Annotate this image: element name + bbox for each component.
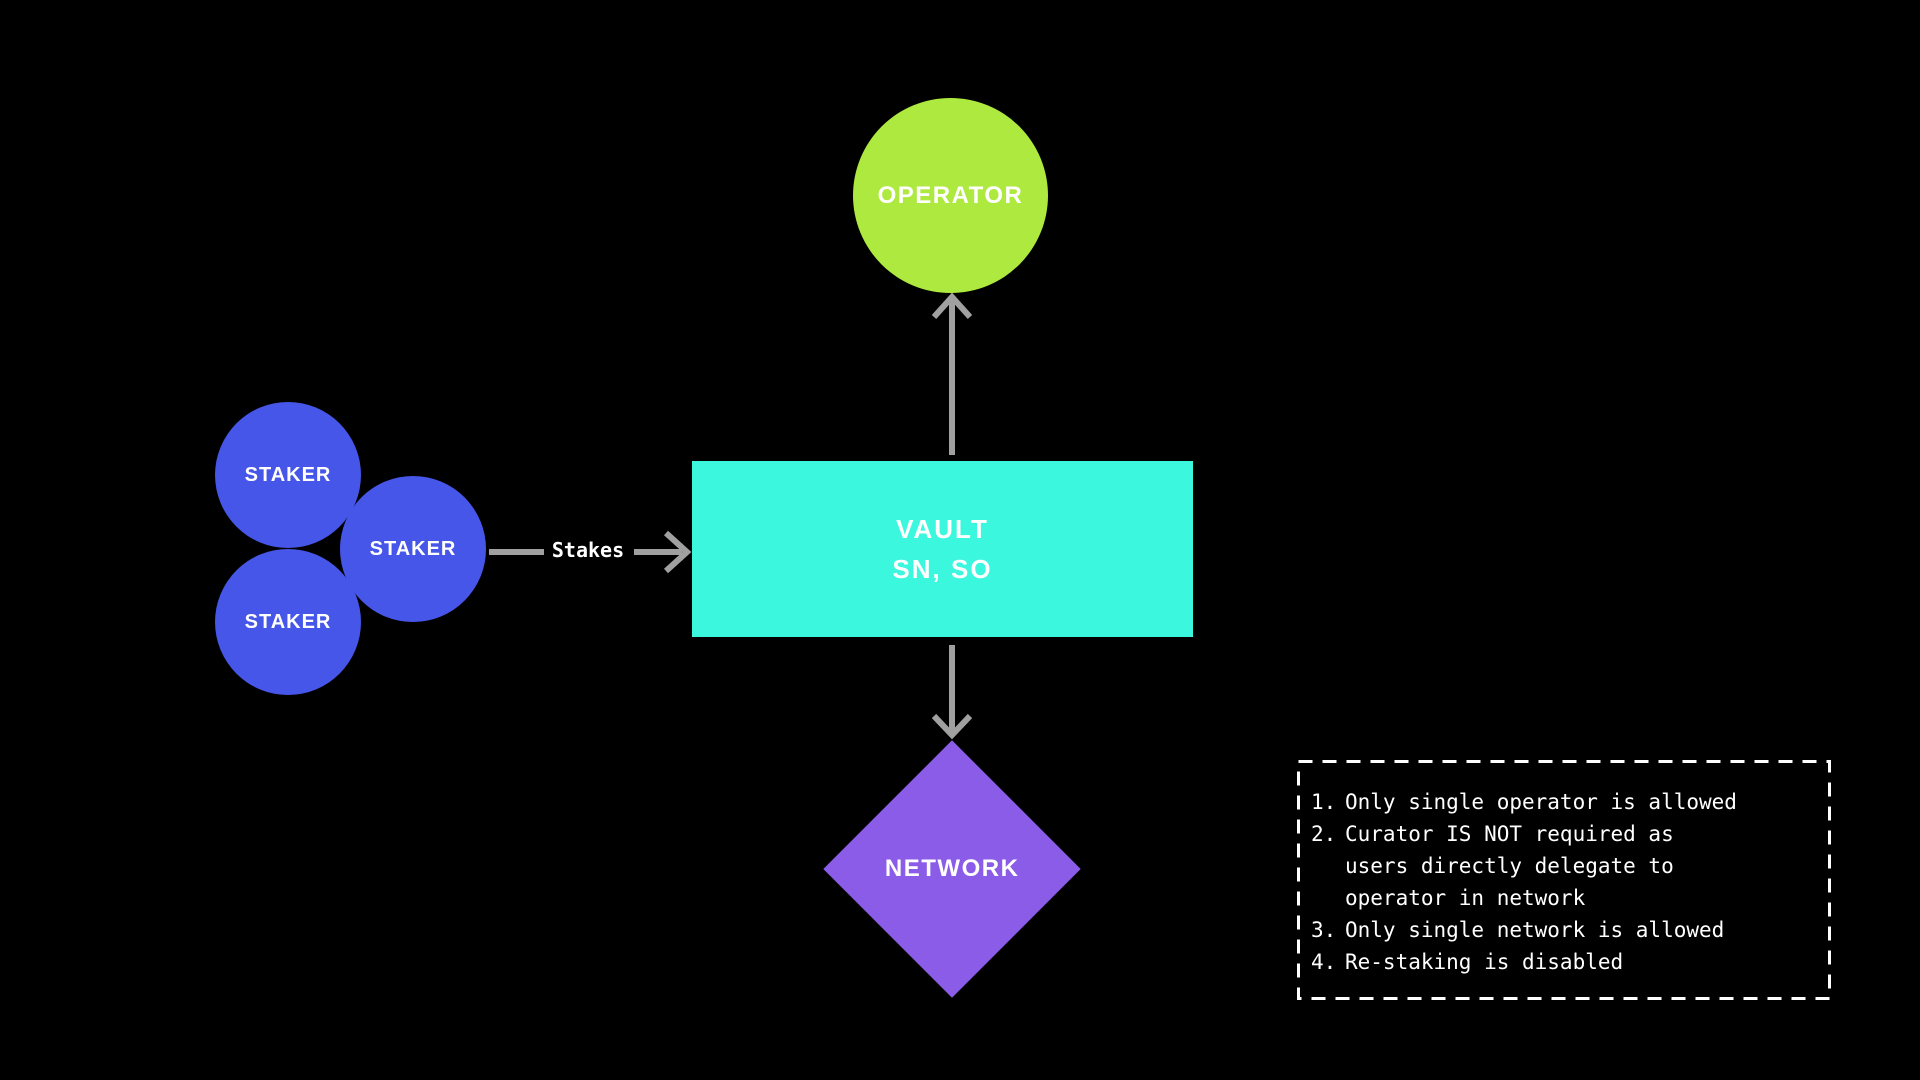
- notes-box: 1. Only single operator is allowed 2. Cu…: [1297, 760, 1831, 1000]
- note-number: 4.: [1311, 950, 1337, 974]
- network-node: NETWORK: [823, 740, 1081, 998]
- operator-label: OPERATOR: [877, 181, 1024, 209]
- staker-label: STAKER: [369, 537, 457, 560]
- note-number: 1.: [1311, 790, 1337, 814]
- arrowhead-right-icon: [663, 530, 692, 574]
- vault-to-operator-arrow: [931, 292, 973, 455]
- note-number: 3.: [1311, 918, 1337, 942]
- staker-label: STAKER: [244, 610, 332, 633]
- vault-node: VAULT SN, SO: [692, 461, 1193, 637]
- note-item: 1. Only single operator is allowed: [1311, 786, 1819, 818]
- notes-list: 1. Only single operator is allowed 2. Cu…: [1311, 786, 1819, 978]
- arrowhead-up-icon: [931, 292, 973, 320]
- notes-dashed-border: [1297, 760, 1831, 1000]
- network-label: NETWORK: [884, 854, 1020, 882]
- operator-node: OPERATOR: [853, 98, 1048, 293]
- arrowhead-down-icon: [931, 713, 973, 740]
- staker-node-2: STAKER: [340, 476, 486, 622]
- staker-node-1: STAKER: [215, 402, 361, 548]
- note-text: Only single network is allowed: [1345, 918, 1725, 942]
- note-text: Curator IS NOT required as users directl…: [1345, 822, 1674, 910]
- note-text: Re-staking is disabled: [1345, 950, 1624, 974]
- vault-to-network-arrow: [931, 645, 973, 740]
- stakes-arrow-label: Stakes: [551, 538, 625, 562]
- staker-label: STAKER: [244, 463, 332, 486]
- note-item: 4. Re-staking is disabled: [1311, 946, 1819, 978]
- note-item: 3. Only single network is allowed: [1311, 914, 1819, 946]
- note-number: 2.: [1311, 822, 1337, 846]
- staker-node-3: STAKER: [215, 549, 361, 695]
- vault-title: VAULT: [896, 514, 989, 544]
- vault-subtitle: SN, SO: [892, 554, 993, 584]
- note-item: 2. Curator IS NOT required as users dire…: [1311, 818, 1819, 914]
- note-text: Only single operator is allowed: [1345, 790, 1737, 814]
